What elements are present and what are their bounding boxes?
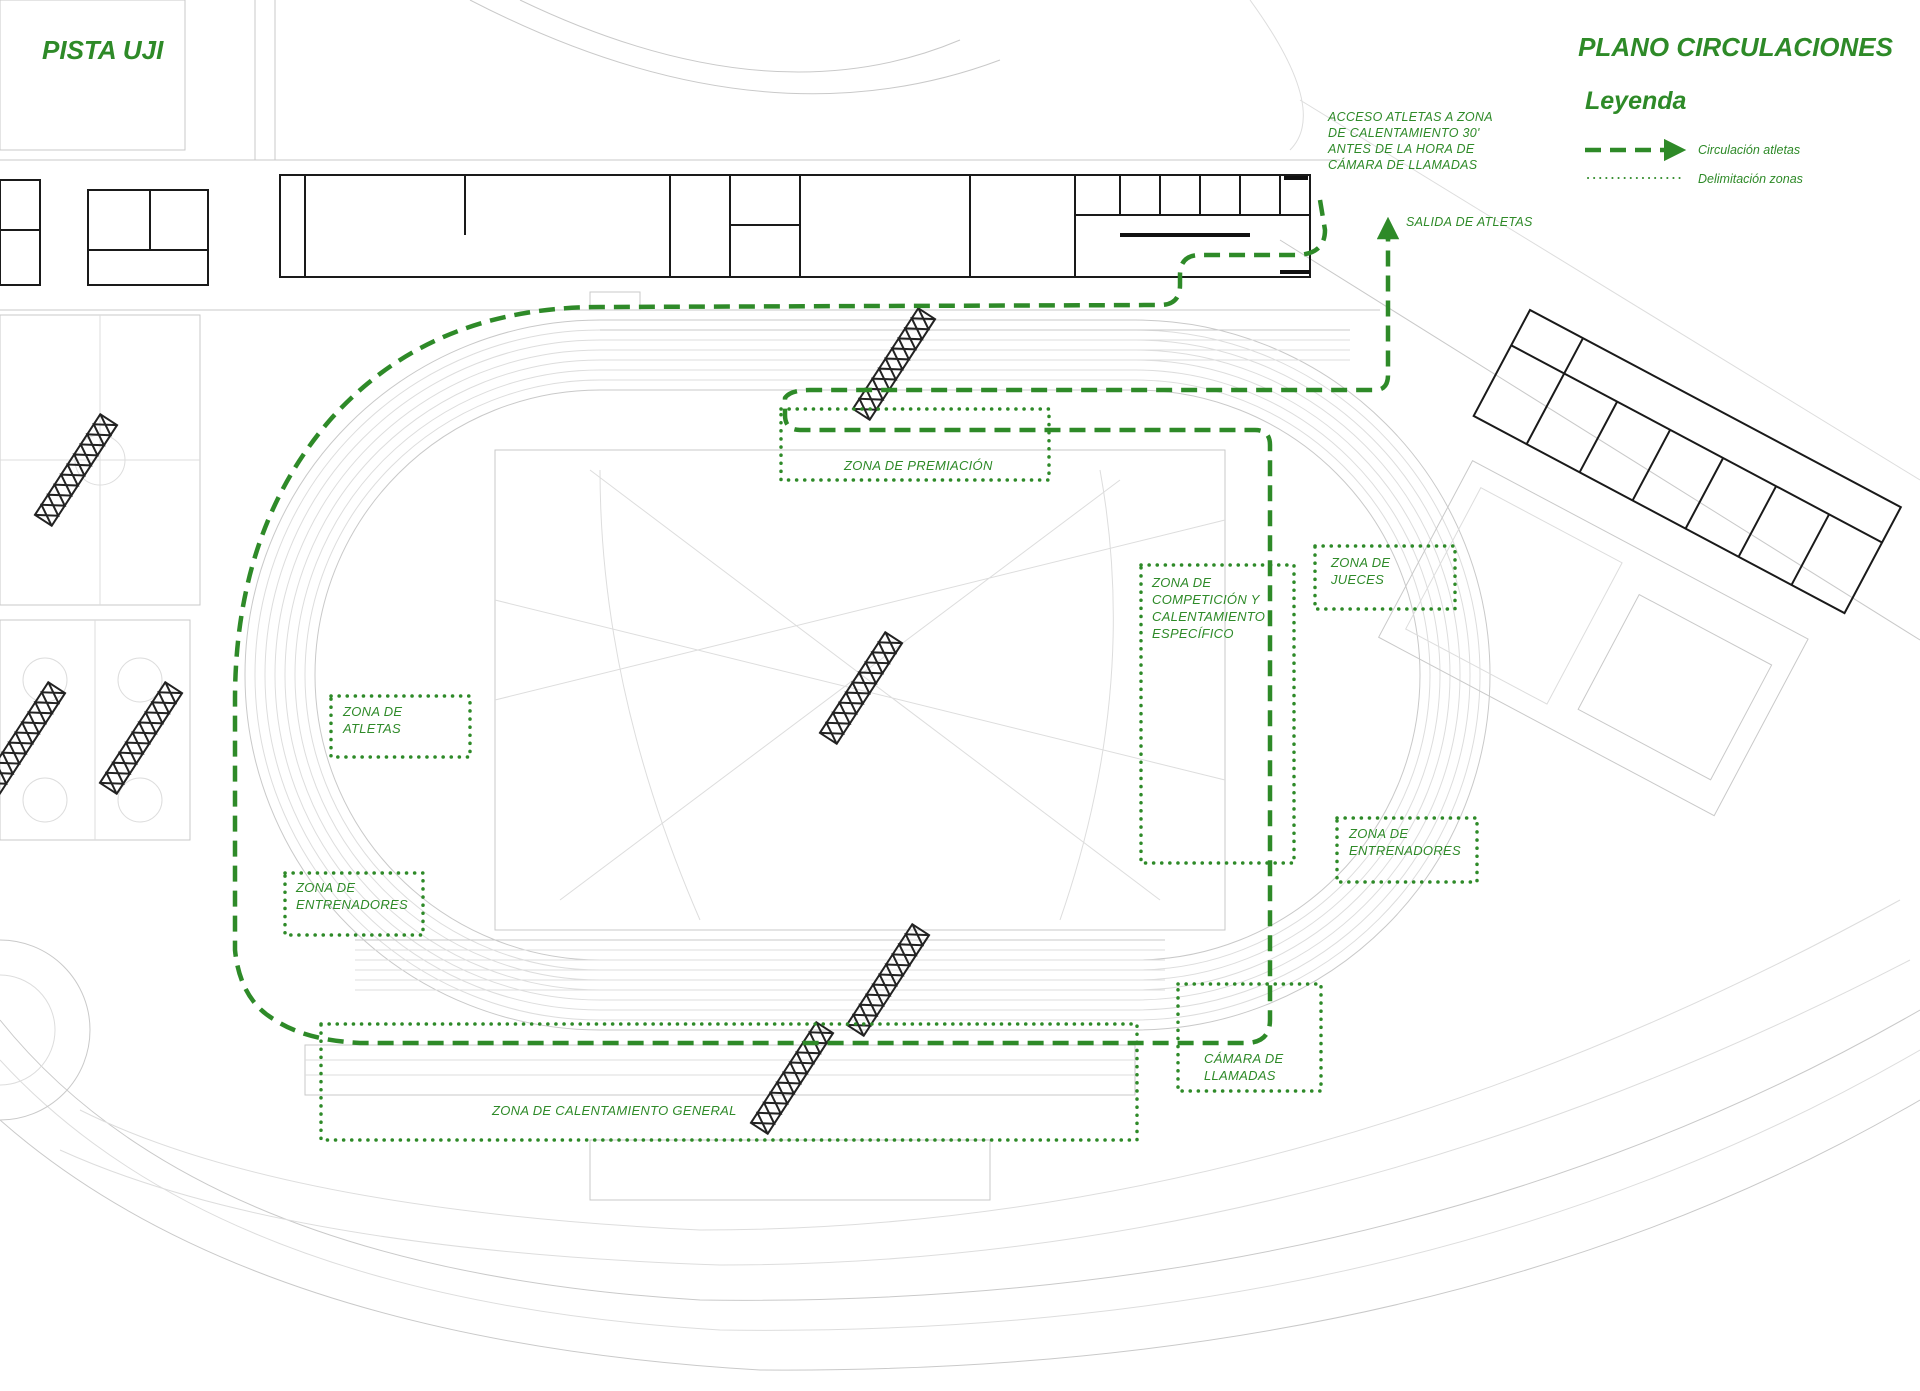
truss-marker-icon: [851, 307, 937, 421]
truss-marker-icon: [749, 1021, 835, 1135]
circulation-path-main: [232, 199, 1391, 1046]
label-camara-2: LLAMADAS: [1204, 1068, 1276, 1083]
athlete-circulation: [232, 199, 1400, 1046]
label-atletas-1: ZONA DE: [342, 704, 402, 719]
label-competicion-1: ZONA DE: [1151, 575, 1211, 590]
label-entrenadores-right-2: ENTRENADORES: [1349, 843, 1461, 858]
title-left: PISTA UJI: [42, 35, 164, 65]
access-line-2: DE CALENTAMIENTO 30': [1328, 126, 1480, 140]
exit-label: SALIDA DE ATLETAS: [1406, 215, 1533, 229]
zone-jueces-box: [1313, 544, 1457, 611]
label-camara-1: CÁMARA DE: [1204, 1051, 1284, 1066]
legend-heading: Leyenda: [1585, 87, 1687, 115]
access-line-4: CÁMARA DE LLAMADAS: [1328, 157, 1478, 172]
legend: Leyenda Circulación atletas Delimitación…: [1585, 87, 1803, 186]
page-title: PLANO CIRCULACIONES: [1578, 32, 1894, 62]
truss-marker-icon: [33, 413, 119, 527]
label-calentamiento-general: ZONA DE CALENTAMIENTO GENERAL: [491, 1103, 737, 1118]
legend-item-delimitation: Delimitación zonas: [1698, 172, 1803, 186]
zone-entrenadores-left-box: [283, 871, 425, 937]
label-jueces-2: JUECES: [1330, 572, 1384, 587]
truss-marker-icon: [818, 631, 904, 745]
label-entrenadores-left-2: ENTRENADORES: [296, 897, 408, 912]
zone-labels: ZONA DE PREMIACIÓN ZONA DE COMPETICIÓN Y…: [295, 458, 1461, 1118]
label-entrenadores-right-1: ZONA DE: [1348, 826, 1408, 841]
running-track: [244, 319, 1491, 1201]
zone-camara-box: [1176, 982, 1323, 1093]
label-premiacion: ZONA DE PREMIACIÓN: [843, 458, 993, 473]
access-line-3: ANTES DE LA HORA DE: [1327, 142, 1475, 156]
legend-item-circulation: Circulación atletas: [1698, 143, 1800, 157]
zone-entrenadores-right-box: [1335, 816, 1479, 884]
access-line-1: ACCESO ATLETAS A ZONA: [1327, 110, 1493, 124]
access-annotation: ACCESO ATLETAS A ZONA DE CALENTAMIENTO 3…: [1327, 110, 1493, 172]
zone-calentamiento-box: [319, 1022, 1139, 1142]
label-competicion-4: ESPECÍFICO: [1152, 626, 1234, 641]
label-entrenadores-left-1: ZONA DE: [295, 880, 355, 895]
label-competicion-2: COMPETICIÓN Y: [1152, 592, 1261, 607]
truss-marker-icon: [98, 681, 184, 795]
zone-competicion-box: [1139, 563, 1296, 865]
label-atletas-2: ATLETAS: [342, 721, 401, 736]
zone-boundaries: [283, 407, 1479, 1142]
service-building: [0, 174, 1311, 311]
label-competicion-3: CALENTAMIENTO: [1152, 609, 1265, 624]
zone-atletas-box: [329, 694, 472, 759]
label-jueces-1: ZONA DE: [1330, 555, 1390, 570]
